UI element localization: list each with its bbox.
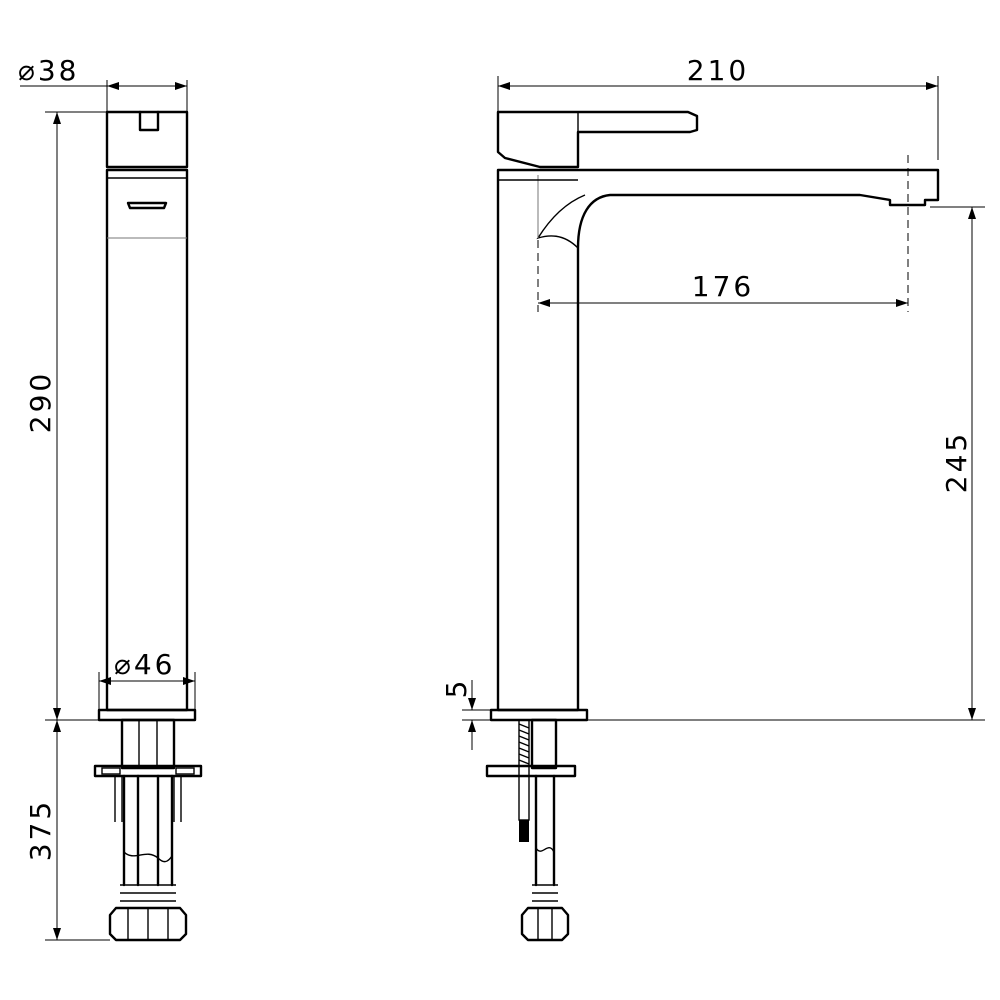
spout-reach-label: 176 (692, 270, 754, 303)
dimension-lines (20, 76, 985, 941)
side-view (485, 110, 940, 942)
side-hex-nut (520, 906, 570, 942)
diameter-symbol: ⌀ (114, 648, 134, 681)
side-threaded-rod (518, 719, 530, 842)
base-thickness-label: 5 (440, 678, 473, 699)
body-height-label: 290 (24, 371, 57, 433)
svg-text:⌀38: ⌀38 (18, 54, 80, 87)
base-diameter-label: 46 (134, 648, 176, 681)
diameter-symbol: ⌀ (18, 54, 38, 87)
side-base-plate (489, 708, 589, 722)
front-view (93, 110, 203, 942)
front-handle-cap (105, 110, 189, 169)
front-base-plate (97, 708, 197, 722)
front-hex-nuts (108, 906, 188, 942)
front-handle-notch (138, 110, 160, 132)
side-hose (534, 774, 556, 887)
svg-text:⌀46: ⌀46 (114, 648, 176, 681)
side-shank (530, 718, 558, 770)
front-fixing-bracket (93, 764, 203, 778)
front-aerator (126, 201, 168, 210)
front-shank (120, 718, 176, 770)
front-body (105, 168, 189, 712)
side-lever (496, 110, 699, 169)
front-hose (122, 774, 174, 887)
below-deck-length-label: 375 (24, 799, 57, 861)
side-body (496, 168, 940, 712)
dimension-labels: ⌀38 ⌀46 290 375 210 176 245 5 (18, 54, 973, 861)
side-fixing-bracket (485, 764, 577, 778)
top-diameter-label: 38 (38, 54, 80, 87)
overall-reach-label: 210 (687, 54, 749, 87)
spout-outlet-height-label: 245 (940, 431, 973, 493)
